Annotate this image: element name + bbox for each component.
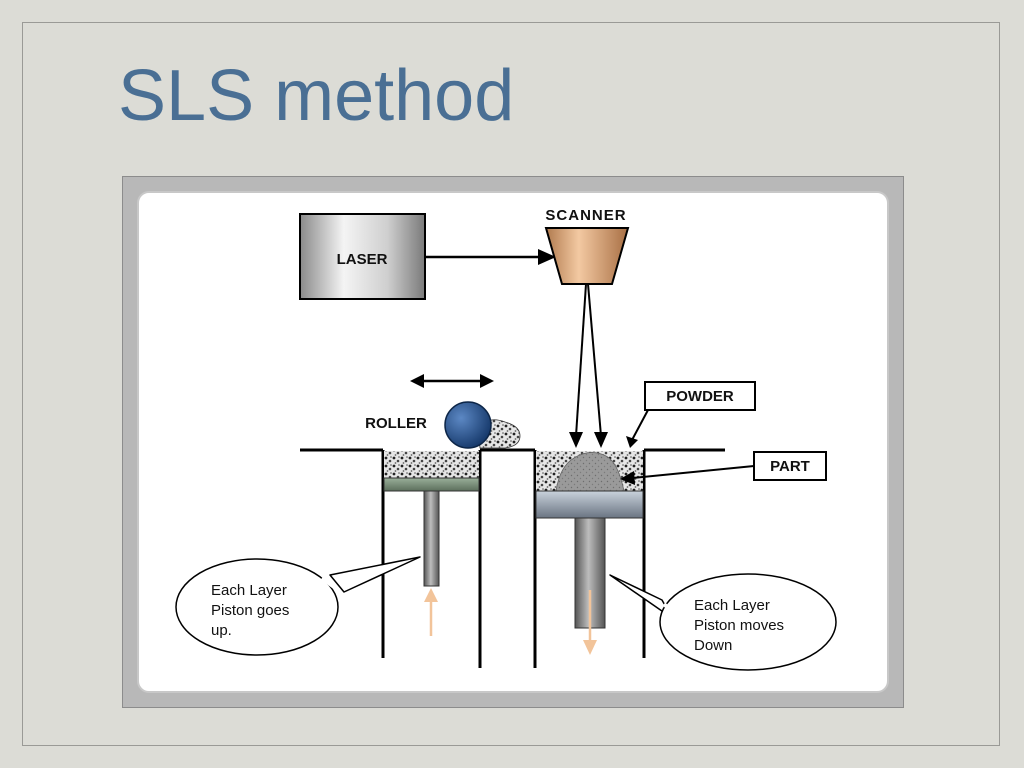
build-callout-line-3: Down (694, 637, 732, 654)
roller-motion-arrow (410, 374, 494, 388)
build-callout-line-1: Each Layer (694, 597, 770, 614)
build-part (555, 452, 625, 492)
feed-callout-bubble: Each Layer Piston goes up. (175, 556, 421, 656)
build-callout-line-2: Piston moves (694, 617, 784, 634)
part-label: PART (770, 458, 810, 475)
beam-right-arrowhead (594, 432, 608, 448)
laser-beam-arrowhead (538, 249, 556, 265)
powder-callout: POWDER (626, 381, 756, 448)
scanner-mirror (544, 227, 630, 285)
build-callout-bubble: Each Layer Piston moves Down (609, 573, 837, 671)
feed-cylinder (381, 450, 482, 668)
feed-callout-line-2: Piston goes (211, 602, 289, 619)
feed-callout-line-3: up. (211, 622, 232, 639)
part-callout: PART (620, 451, 827, 485)
beam-right (587, 283, 602, 437)
build-cylinder (533, 450, 646, 668)
laser-box: LASER (299, 213, 426, 300)
laser-label: LASER (337, 251, 388, 268)
roller (444, 401, 492, 449)
build-piston-plate (535, 490, 644, 519)
slide-frame (22, 22, 1000, 746)
build-down-arrow (583, 590, 597, 655)
scanner-label: SCANNER (545, 207, 626, 224)
feed-piston-plate (383, 477, 480, 492)
feed-callout-line-1: Each Layer (211, 582, 287, 599)
feed-powder (384, 451, 479, 478)
beam-left-arrowhead (569, 432, 583, 448)
powder-label: POWDER (666, 388, 734, 405)
beam-left (575, 283, 587, 437)
slide-title: SLS method (118, 56, 515, 136)
scanner: SCANNER (544, 207, 630, 285)
roller-label: ROLLER (365, 415, 427, 432)
feed-piston-rod (423, 490, 440, 587)
feed-up-arrow (424, 588, 438, 636)
